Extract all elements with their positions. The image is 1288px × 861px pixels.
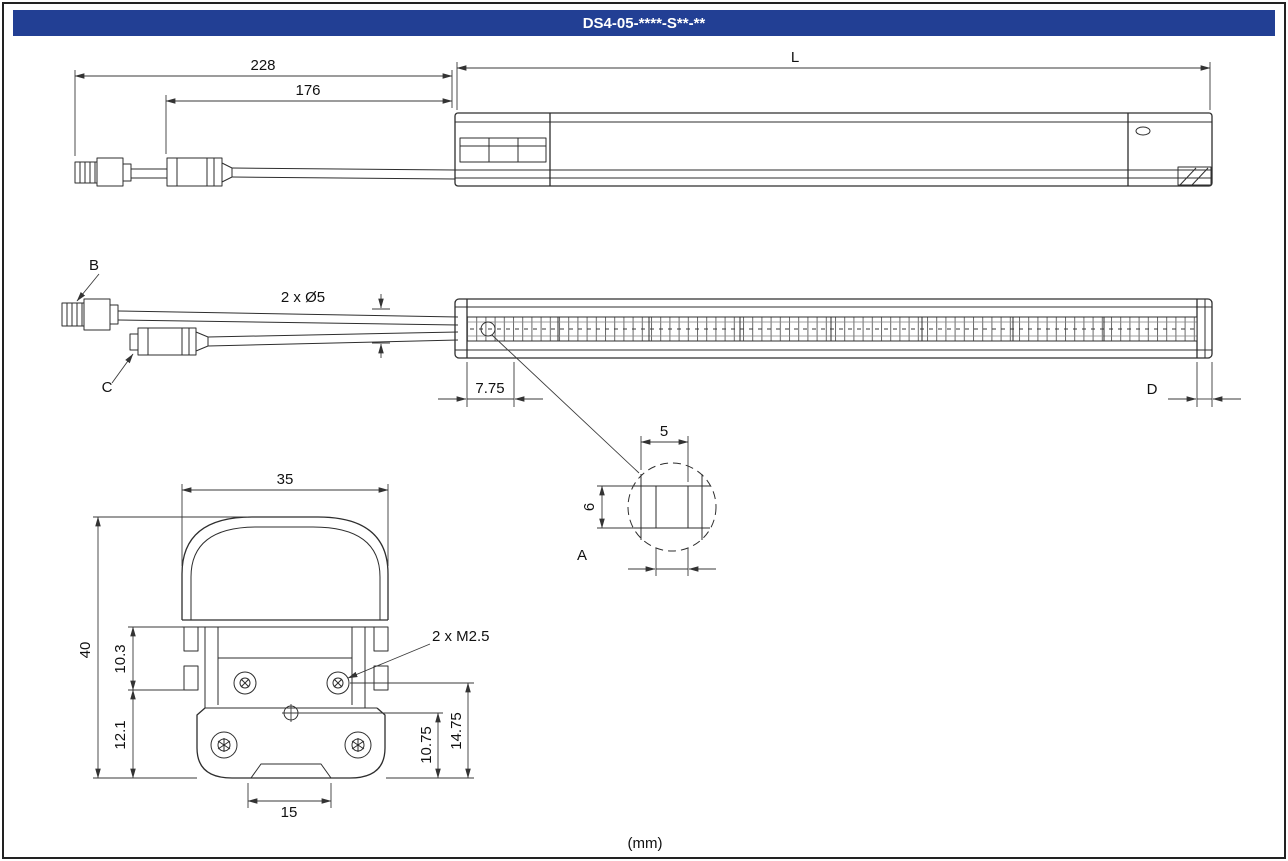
section-dimensions: 35 40 10.3 12.1 2 x M2.5 15 10.75 14.75 [77, 471, 490, 821]
top-view-dimensions: 228 176 L [74, 49, 1211, 156]
dim-35-label: 35 [277, 471, 294, 488]
detail-view: 5 6 A [577, 423, 717, 576]
front-view-dimensions: 7.75 D [438, 334, 1241, 474]
connector-b [61, 298, 459, 331]
front-view: B C 2 x Ø5 7.75 D [61, 257, 1241, 474]
mounting-holes [210, 671, 372, 759]
light-bar-front [454, 298, 1213, 359]
dim-cable-label: 2 x Ø5 [281, 289, 325, 306]
dim-775-label: 7.75 [475, 380, 504, 397]
dim-40-label: 40 [77, 642, 94, 659]
dim-228-label: 228 [250, 57, 275, 74]
dim-1475-label: 14.75 [448, 712, 465, 750]
units-label: (mm) [628, 835, 663, 852]
detail-leader-line [491, 334, 640, 474]
section-outline [181, 516, 389, 779]
dim-176-label: 176 [295, 82, 320, 99]
section-view: 35 40 10.3 12.1 2 x M2.5 15 10.75 14.75 [77, 471, 490, 821]
thread-note-label: 2 x M2.5 [432, 628, 490, 645]
detail-circle [627, 462, 717, 552]
title-bar: DS4-05-****-S**-** [13, 10, 1275, 36]
label-c: C [102, 379, 113, 396]
dim-6-label: 6 [581, 503, 598, 511]
dim-D-label: D [1147, 381, 1158, 398]
detail-label-a: A [577, 547, 587, 564]
detail-dimensions: 5 6 A [577, 423, 716, 576]
dim-L-label: L [791, 49, 799, 66]
label-b: B [89, 257, 99, 274]
detail-source-mark [480, 321, 496, 337]
dim-5-label: 5 [660, 423, 668, 440]
top-view: 228 176 L [74, 49, 1213, 187]
dim-15-label: 15 [281, 804, 298, 821]
dim-103-label: 10.3 [112, 644, 129, 673]
front-view-labels: B C 2 x Ø5 [76, 257, 390, 396]
light-bar-top [454, 112, 1213, 187]
dim-121-label: 12.1 [112, 720, 129, 749]
dim-1075-label: 10.75 [418, 726, 435, 764]
title-bar-background [13, 10, 1275, 36]
cable-connector-top [74, 157, 456, 187]
page-title: DS4-05-****-S**-** [583, 15, 706, 32]
connector-c [129, 327, 459, 356]
